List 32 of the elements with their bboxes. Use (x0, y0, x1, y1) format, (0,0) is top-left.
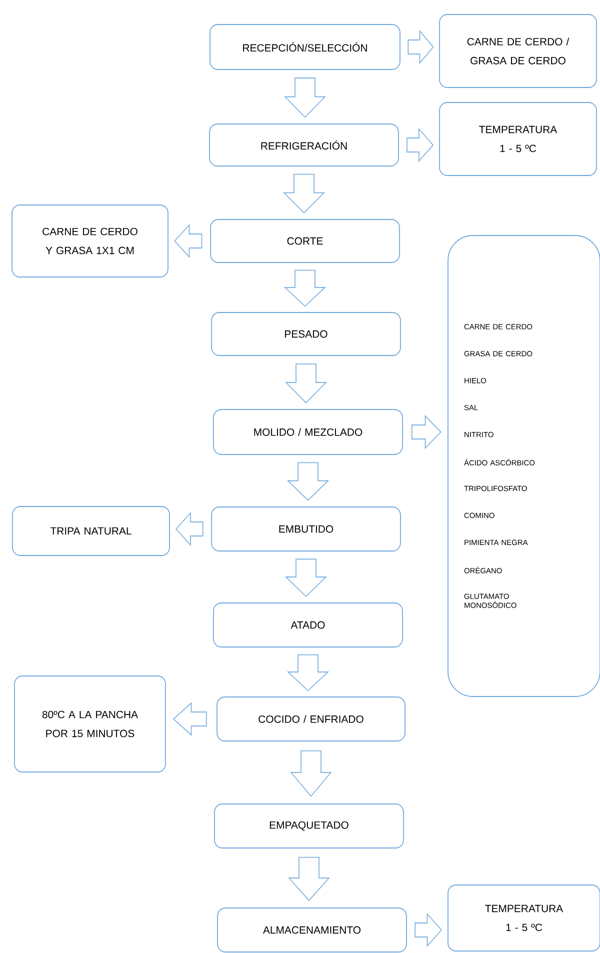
process-box: EMBUTIDO (211, 506, 401, 552)
process-box: TEMPERATURA 1 - 5 ºC (439, 102, 597, 176)
process-box: CARNE DE CERDO / GRASA DE CERDO (439, 14, 597, 88)
process-box: TEMPERATURA 1 - 5 ºC (448, 884, 600, 952)
block-arrow (176, 512, 204, 546)
block-arrow (288, 856, 330, 902)
block-arrow (406, 128, 434, 162)
block-arrow (174, 224, 202, 258)
block-arrow (408, 30, 434, 64)
block-arrow (284, 558, 328, 598)
process-box: PESADO (211, 312, 401, 356)
block-arrow (286, 654, 330, 692)
block-arrow (290, 750, 332, 797)
process-box: ATADO (213, 602, 403, 648)
process-box: TRIPA NATURAL (12, 506, 170, 556)
process-box: CARNE DE CERDO Y GRASA 1X1 CM (12, 204, 168, 278)
process-box: REFRIGERACIÓN (209, 124, 399, 166)
process-box: CORTE (210, 219, 400, 263)
process-box: MOLIDO / MEZCLADO (213, 409, 403, 455)
block-arrow (282, 174, 326, 214)
block-arrow (284, 270, 326, 307)
process-box: RECEPCIÓN/SELECCIÓN (210, 24, 400, 70)
process-box: ALMACENAMIENTO (217, 908, 407, 952)
block-arrow (172, 702, 207, 736)
block-arrow (286, 462, 330, 501)
block-arrow (284, 363, 328, 404)
process-box: EMPAQUETADO (214, 804, 404, 848)
process-box: COCIDO / ENFRIADO (216, 696, 406, 742)
process-box: 80ºC A LA PANCHA POR 15 MINUTOS (14, 676, 166, 772)
block-arrow (411, 414, 442, 450)
block-arrow (284, 78, 326, 118)
block-arrow (414, 912, 442, 948)
